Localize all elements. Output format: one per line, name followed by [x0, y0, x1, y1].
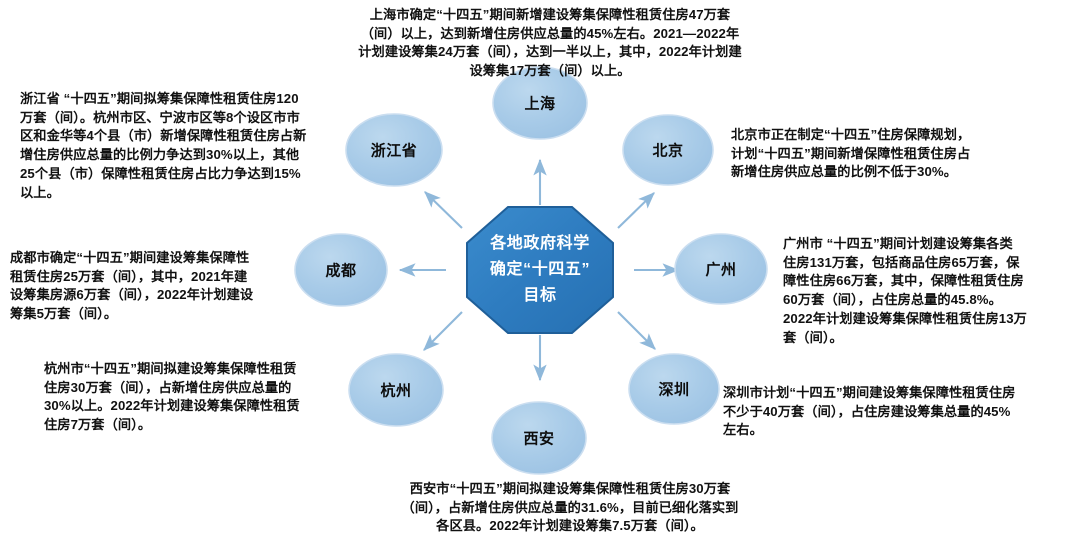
center-octagon[interactable]: [466, 206, 614, 334]
arrow-to-beijing: [617, 192, 655, 229]
node-hangzhou[interactable]: [348, 353, 444, 427]
node-ellipses: [294, 66, 768, 475]
node-shenzhen[interactable]: [628, 353, 720, 425]
note-shenzhen: 深圳市计划“十四五”期间建设筹集保障性租赁住房 不少于40万套（间），占住房建设…: [723, 385, 1016, 438]
node-beijing[interactable]: [622, 114, 714, 186]
arrow-to-shenzhen: [617, 311, 656, 350]
arrow-to-zhejiang: [424, 191, 463, 229]
node-shanghai[interactable]: [492, 66, 588, 140]
node-zhejiang[interactable]: [345, 113, 443, 187]
node-guangzhou[interactable]: [674, 233, 768, 305]
node-xian[interactable]: [491, 401, 587, 475]
arrow-to-hangzhou: [423, 311, 463, 351]
note-shanghai: 上海市确定“十四五”期间新增建设筹集保障性租赁住房47万套 （间）以上，达到新增…: [358, 7, 742, 79]
node-chengdu[interactable]: [294, 233, 388, 307]
note-hangzhou: 杭州市“十四五”期间拟建设筹集保障性租赁 住房30万套（间），占新增住房供应总量…: [44, 361, 300, 433]
note-beijing: 北京市正在制定“十四五”住房保障规划， 计划“十四五”期间新增保障性租赁住房占 …: [731, 127, 971, 180]
note-guangzhou: 广州市 “十四五”期间计划建设筹集各类 住房131万套，包括商品住房65万套，保…: [783, 236, 1027, 345]
note-xian: 西安市“十四五”期间拟建设筹集保障性租赁住房30万套 （间），占新增住房供应总量…: [401, 481, 739, 534]
note-chengdu: 成都市确定“十四五”期间建设筹集保障性 租赁住房25万套（间），其中，2021年…: [10, 250, 254, 322]
note-zhejiang: 浙江省 “十四五”期间拟筹集保障性租赁住房120 万套（间）。杭州市区、宁波市区…: [20, 91, 307, 200]
connector-arrows: [398, 158, 680, 382]
